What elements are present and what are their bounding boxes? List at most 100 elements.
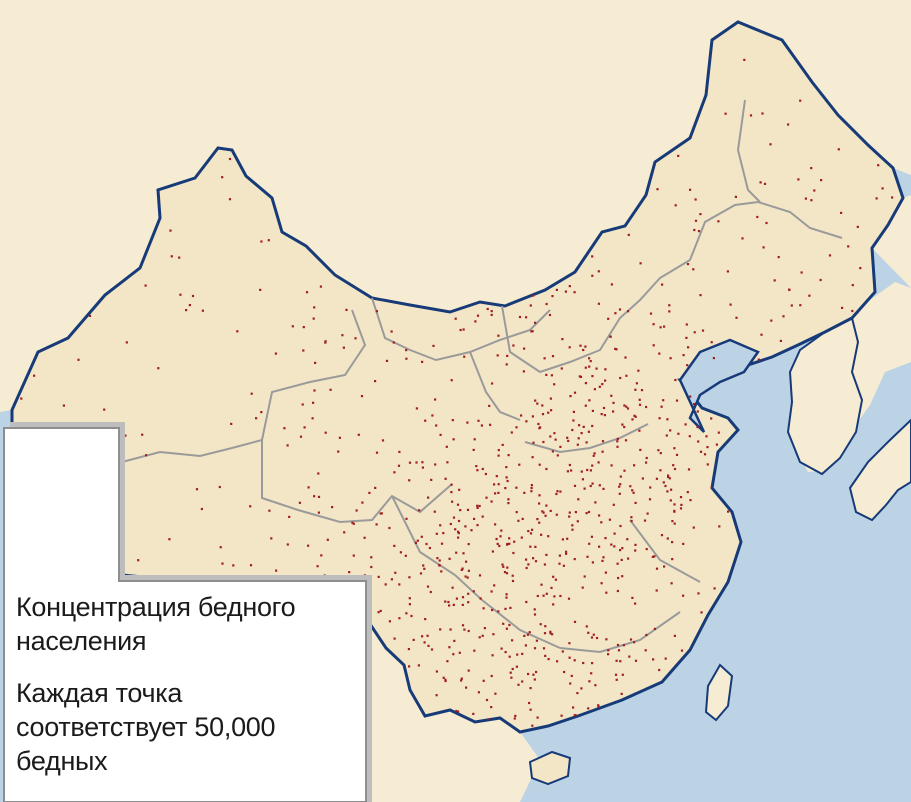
poverty-dot xyxy=(614,312,617,315)
poverty-dot xyxy=(545,373,548,376)
poverty-dot xyxy=(352,522,355,525)
poverty-dot xyxy=(605,638,608,641)
poverty-dot xyxy=(631,418,634,421)
poverty-dot xyxy=(544,625,547,628)
poverty-dot xyxy=(655,477,658,480)
poverty-dot xyxy=(625,405,628,408)
poverty-dot xyxy=(601,383,604,386)
poverty-dot xyxy=(539,426,542,429)
poverty-dot xyxy=(301,403,304,406)
poverty-dot xyxy=(424,419,427,422)
neighbour-land-south xyxy=(362,612,540,802)
poverty-dot xyxy=(601,450,604,453)
poverty-dot xyxy=(668,310,671,313)
province-lines xyxy=(121,99,843,654)
poverty-dot xyxy=(568,642,571,645)
poverty-dot xyxy=(486,307,489,311)
poverty-dot xyxy=(597,302,600,305)
poverty-dot xyxy=(303,426,306,429)
poverty-dot xyxy=(531,330,534,333)
poverty-dot xyxy=(571,524,574,527)
poverty-dot xyxy=(361,501,364,504)
poverty-dot xyxy=(313,306,316,309)
poverty-dot xyxy=(424,618,427,621)
poverty-dot xyxy=(623,469,626,472)
poverty-dot xyxy=(228,198,232,201)
poverty-dot xyxy=(390,578,393,581)
poverty-dot xyxy=(619,376,622,380)
poverty-dot xyxy=(820,179,823,182)
poverty-dot xyxy=(540,533,543,536)
poverty-dot xyxy=(591,409,594,412)
legend-title-line1: Концентрация бедного xyxy=(16,592,296,622)
poverty-dot xyxy=(405,357,408,360)
poverty-dot xyxy=(533,613,537,616)
poverty-dot xyxy=(619,475,622,478)
neighbour-land-north xyxy=(0,0,911,412)
poverty-dot xyxy=(422,564,425,567)
poverty-dot xyxy=(580,470,583,473)
poverty-dot xyxy=(610,283,613,286)
poverty-dot xyxy=(466,421,469,424)
poverty-dot xyxy=(178,256,181,259)
poverty-dot xyxy=(455,551,458,554)
poverty-dot xyxy=(381,439,385,442)
poverty-dot xyxy=(543,563,546,566)
poverty-dot xyxy=(434,398,437,401)
poverty-dot xyxy=(509,606,512,609)
poverty-dot xyxy=(553,383,556,386)
poverty-dot xyxy=(618,492,621,495)
poverty-dot xyxy=(461,596,465,599)
poverty-dot xyxy=(634,415,637,418)
poverty-dot xyxy=(663,325,666,328)
poverty-dot xyxy=(408,461,412,464)
poverty-dot xyxy=(477,419,480,422)
poverty-dot xyxy=(511,574,514,577)
poverty-dot xyxy=(699,450,703,453)
poverty-dot xyxy=(541,404,544,407)
poverty-dot xyxy=(638,403,642,406)
poverty-dot xyxy=(673,503,676,506)
poverty-dot xyxy=(508,537,511,540)
poverty-dot xyxy=(542,511,545,514)
poverty-dot xyxy=(452,653,455,656)
poverty-dot xyxy=(540,583,543,586)
poverty-dot xyxy=(530,484,533,487)
poverty-dot xyxy=(581,478,584,481)
poverty-dot xyxy=(712,357,715,360)
poverty-dot xyxy=(682,542,685,545)
poverty-dot xyxy=(837,148,840,151)
poverty-dot xyxy=(338,436,341,439)
poverty-dot xyxy=(450,491,453,494)
poverty-dot xyxy=(591,482,594,485)
poverty-dot xyxy=(551,450,554,453)
poverty-dot xyxy=(408,597,411,600)
poverty-dot xyxy=(553,432,556,435)
poverty-dot xyxy=(556,660,559,663)
poverty-dot xyxy=(556,454,559,457)
poverty-dot xyxy=(590,636,594,639)
poverty-dot xyxy=(665,434,668,437)
poverty-dot xyxy=(875,197,878,200)
poverty-dot xyxy=(544,654,547,657)
poverty-dot xyxy=(762,246,765,249)
poverty-dot xyxy=(530,490,533,493)
poverty-dot xyxy=(610,543,613,546)
poverty-dot xyxy=(185,309,188,312)
poverty-dot xyxy=(710,341,713,344)
poverty-dot xyxy=(589,360,592,363)
poverty-dot xyxy=(550,586,553,589)
poverty-dot xyxy=(385,359,389,362)
poverty-dot xyxy=(473,438,476,441)
poverty-dot xyxy=(666,418,669,421)
poverty-dot xyxy=(529,545,532,548)
poverty-dot xyxy=(584,366,587,369)
poverty-dot xyxy=(463,628,466,631)
poverty-dot xyxy=(573,659,576,662)
poverty-dot xyxy=(374,380,377,383)
poverty-dot xyxy=(535,670,538,674)
poverty-dot xyxy=(219,546,222,549)
poverty-dot xyxy=(467,543,470,546)
poverty-dot xyxy=(881,187,884,190)
